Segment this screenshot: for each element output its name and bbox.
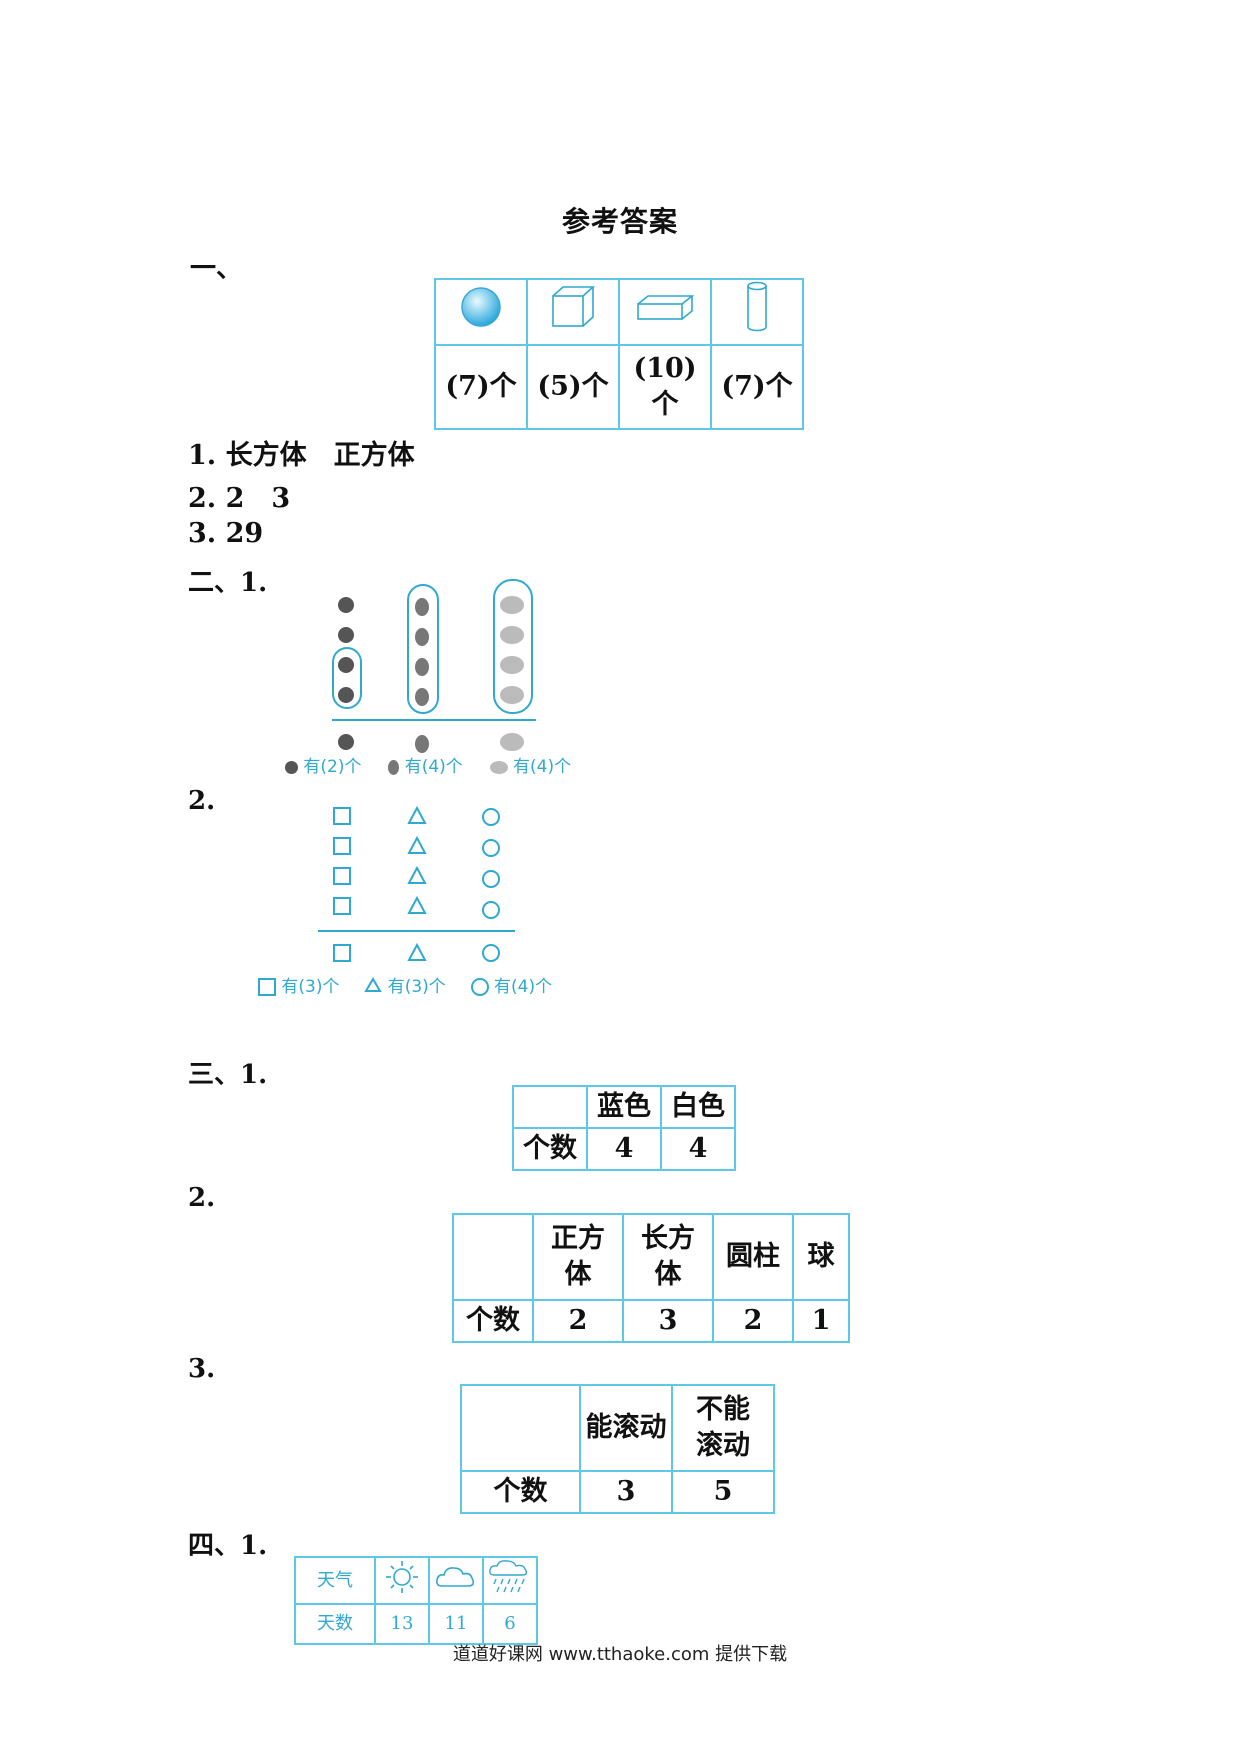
grape-legend-text: 有(4)个: [513, 757, 572, 777]
t1-value-blue: 4: [586, 1127, 662, 1171]
t1-value-white: 4: [660, 1127, 736, 1171]
cylinder-icon: [747, 281, 767, 332]
sphere-cell: [434, 277, 528, 347]
triangle-legend-text: 有(3)个: [387, 977, 446, 997]
fruit-pictograph: [332, 579, 536, 753]
pear-icon: [388, 759, 400, 775]
circle-legend-text: 有(4)个: [494, 977, 553, 997]
t2-row-label: 个数: [452, 1299, 534, 1343]
t2-value-cube: 2: [532, 1299, 624, 1343]
section-2-1-label: 二、1.: [188, 568, 268, 598]
page-title: 参考答案: [561, 205, 678, 238]
t2-header-cuboid: 长方体: [622, 1213, 714, 1301]
rolling-count-table: 能滚动 不能滚动 个数 3 5: [460, 1384, 775, 1514]
t2-header-cylinder: 圆柱: [712, 1213, 794, 1301]
t3-row-label: 个数: [460, 1470, 581, 1514]
weather-row-label: 天气: [294, 1555, 376, 1606]
section-1-label: 一、: [190, 254, 243, 284]
section-3-3-label: 3.: [188, 1354, 216, 1384]
section-3-1-label: 三、1.: [188, 1060, 268, 1090]
answer-1-2: 2. 2 3: [188, 483, 291, 514]
t3-header-empty: [460, 1384, 581, 1472]
answer-1-3: 3. 29: [188, 518, 264, 549]
cloudy-days: 11: [428, 1603, 484, 1646]
square-icon: [258, 978, 276, 996]
section-3-2-label: 2.: [188, 1183, 216, 1213]
sun-cell: [374, 1555, 430, 1606]
triangle-icon: [364, 976, 383, 998]
apple-legend-text: 有(2)个: [303, 757, 362, 777]
t3-value-cannot-roll: 5: [671, 1470, 775, 1514]
cuboid-icon: [637, 295, 695, 320]
apple-icon: [285, 760, 298, 774]
square-legend-text: 有(3)个: [281, 977, 340, 997]
sphere-icon: [461, 287, 501, 327]
t2-header-sphere: 球: [792, 1213, 850, 1301]
apple-column: [338, 597, 354, 750]
sun-icon: [386, 1561, 418, 1593]
cube-icon: [552, 286, 596, 327]
t2-header-cube: 正方体: [532, 1213, 624, 1301]
pear-column: [415, 598, 429, 753]
t2-value-cylinder: 2: [712, 1299, 794, 1343]
fruit-legend: 有(2)个 有(4)个 有(4)个: [285, 752, 571, 777]
section-4-1-label: 四、1.: [188, 1531, 268, 1561]
cloud-cell: [428, 1555, 484, 1606]
t2-header-empty: [452, 1213, 534, 1301]
t3-value-can-roll: 3: [579, 1470, 673, 1514]
t2-value-cuboid: 3: [622, 1299, 714, 1343]
weather-table: 天气: [294, 1555, 538, 1646]
shape-pictograph: [318, 805, 515, 962]
t1-header-empty: [512, 1085, 588, 1129]
days-row-label: 天数: [294, 1603, 376, 1646]
t2-value-sphere: 1: [792, 1299, 850, 1343]
circle-icon: [470, 978, 489, 996]
grape-column: [500, 596, 524, 751]
footer-credit: 道道好课网 www.tthaoke.com 提供下载: [452, 1644, 788, 1665]
grape-icon: [489, 760, 508, 774]
color-count-table: 蓝色 白色 个数 4 4: [512, 1085, 736, 1171]
cylinder-count: (7)个: [710, 344, 804, 431]
cube-count: (5)个: [526, 344, 620, 431]
pear-legend-text: 有(4)个: [404, 757, 463, 777]
cloud-icon: [436, 1567, 475, 1587]
section-2-2-label: 2.: [188, 786, 216, 816]
t1-row-label: 个数: [512, 1127, 588, 1171]
rainy-days: 6: [482, 1603, 538, 1646]
t3-header-cannot-roll: 不能滚动: [671, 1384, 775, 1472]
answer-1-1: 1. 长方体 正方体: [188, 440, 415, 471]
rain-icon: [489, 1560, 528, 1593]
sunny-days: 13: [374, 1603, 430, 1646]
cuboid-count: (10)个: [618, 344, 712, 431]
rain-cell: [482, 1555, 538, 1606]
sphere-count: (7)个: [434, 344, 528, 431]
t3-header-can-roll: 能滚动: [579, 1384, 673, 1472]
t1-header-blue: 蓝色: [586, 1085, 662, 1129]
shape-legend: 有(3)个 有(3)个 有(4)个: [258, 972, 552, 998]
cube-cell: [526, 277, 620, 347]
cuboid-cell: [618, 277, 712, 347]
solids-count-table: (7)个 (5)个 (10)个 (7)个: [434, 277, 804, 431]
cylinder-cell: [710, 277, 804, 347]
t1-header-white: 白色: [660, 1085, 736, 1129]
solid-type-count-table: 正方体 长方体 圆柱 球 个数 2 3 2 1: [452, 1213, 850, 1343]
